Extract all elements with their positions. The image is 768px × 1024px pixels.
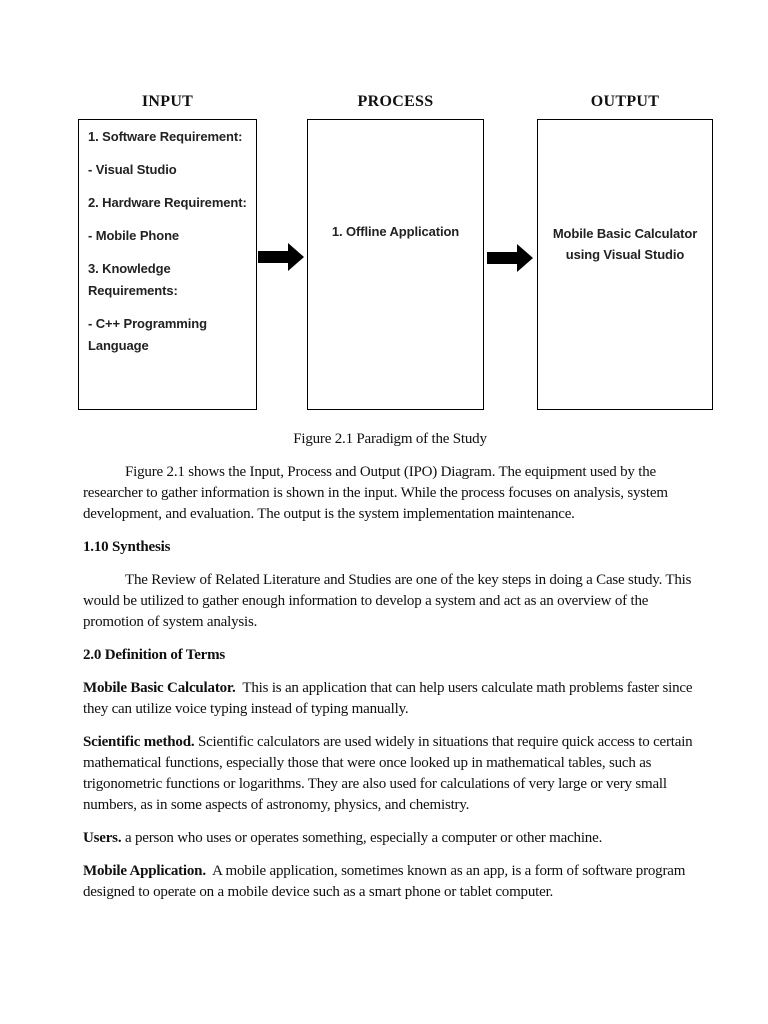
output-column-header: OUTPUT <box>590 93 660 110</box>
definition-term: Scientific method. <box>83 734 195 750</box>
input-item-hardware-requirement: 2. Hardware Requirement: <box>88 195 247 210</box>
definition-mobile-basic-calculator: Mobile Basic Calculator. This is an appl… <box>83 678 697 720</box>
input-column-header: INPUT <box>141 93 194 110</box>
input-item-knowledge-requirements: 3. Knowledge Requirements: <box>88 261 178 298</box>
process-box: 1. Offline Application <box>307 119 484 410</box>
definition-text: a person who uses or operates something,… <box>124 830 603 846</box>
figure-description-paragraph: Figure 2.1 shows the Input, Process and … <box>83 464 668 522</box>
definition-term: Users. <box>83 830 122 846</box>
synthesis-heading: 1.10 Synthesis <box>83 539 171 555</box>
definition-mobile-application: Mobile Application. A mobile application… <box>83 861 697 903</box>
input-item-visual-studio: - Visual Studio <box>88 162 177 177</box>
definition-text: A mobile application, sometimes known as… <box>83 863 686 900</box>
definition-text: Scientific calculators are used widely i… <box>83 734 693 813</box>
document-body: Figure 2.1 Paradigm of the Study Figure … <box>83 429 697 915</box>
process-item-offline-application: 1. Offline Application <box>331 224 460 239</box>
input-item-cpp-language: - C++ Programming Language <box>88 316 207 353</box>
figure-caption: Figure 2.1 Paradigm of the Study <box>293 431 487 447</box>
right-arrow-icon <box>258 243 304 271</box>
input-box: 1. Software Requirement: - Visual Studio… <box>78 119 257 410</box>
input-item-software-requirement: 1. Software Requirement: <box>88 129 243 144</box>
input-item-mobile-phone: - Mobile Phone <box>88 228 180 243</box>
output-box: Mobile Basic Calculator using Visual Stu… <box>537 119 713 410</box>
definition-term: Mobile Application. <box>83 863 206 879</box>
right-arrow-icon <box>487 244 533 272</box>
definition-of-terms-heading: 2.0 Definition of Terms <box>83 647 226 663</box>
output-item-mobile-basic-calculator: Mobile Basic Calculator using Visual Stu… <box>552 225 698 262</box>
definition-scientific-method: Scientific method. Scientific calculator… <box>83 732 697 816</box>
definition-text: This is an application that can help use… <box>83 680 693 717</box>
definition-term: Mobile Basic Calculator. <box>83 680 236 696</box>
process-column-header: PROCESS <box>357 93 434 110</box>
definition-users: Users. a person who uses or operates som… <box>83 828 697 849</box>
synthesis-paragraph: The Review of Related Literature and Stu… <box>83 572 692 630</box>
